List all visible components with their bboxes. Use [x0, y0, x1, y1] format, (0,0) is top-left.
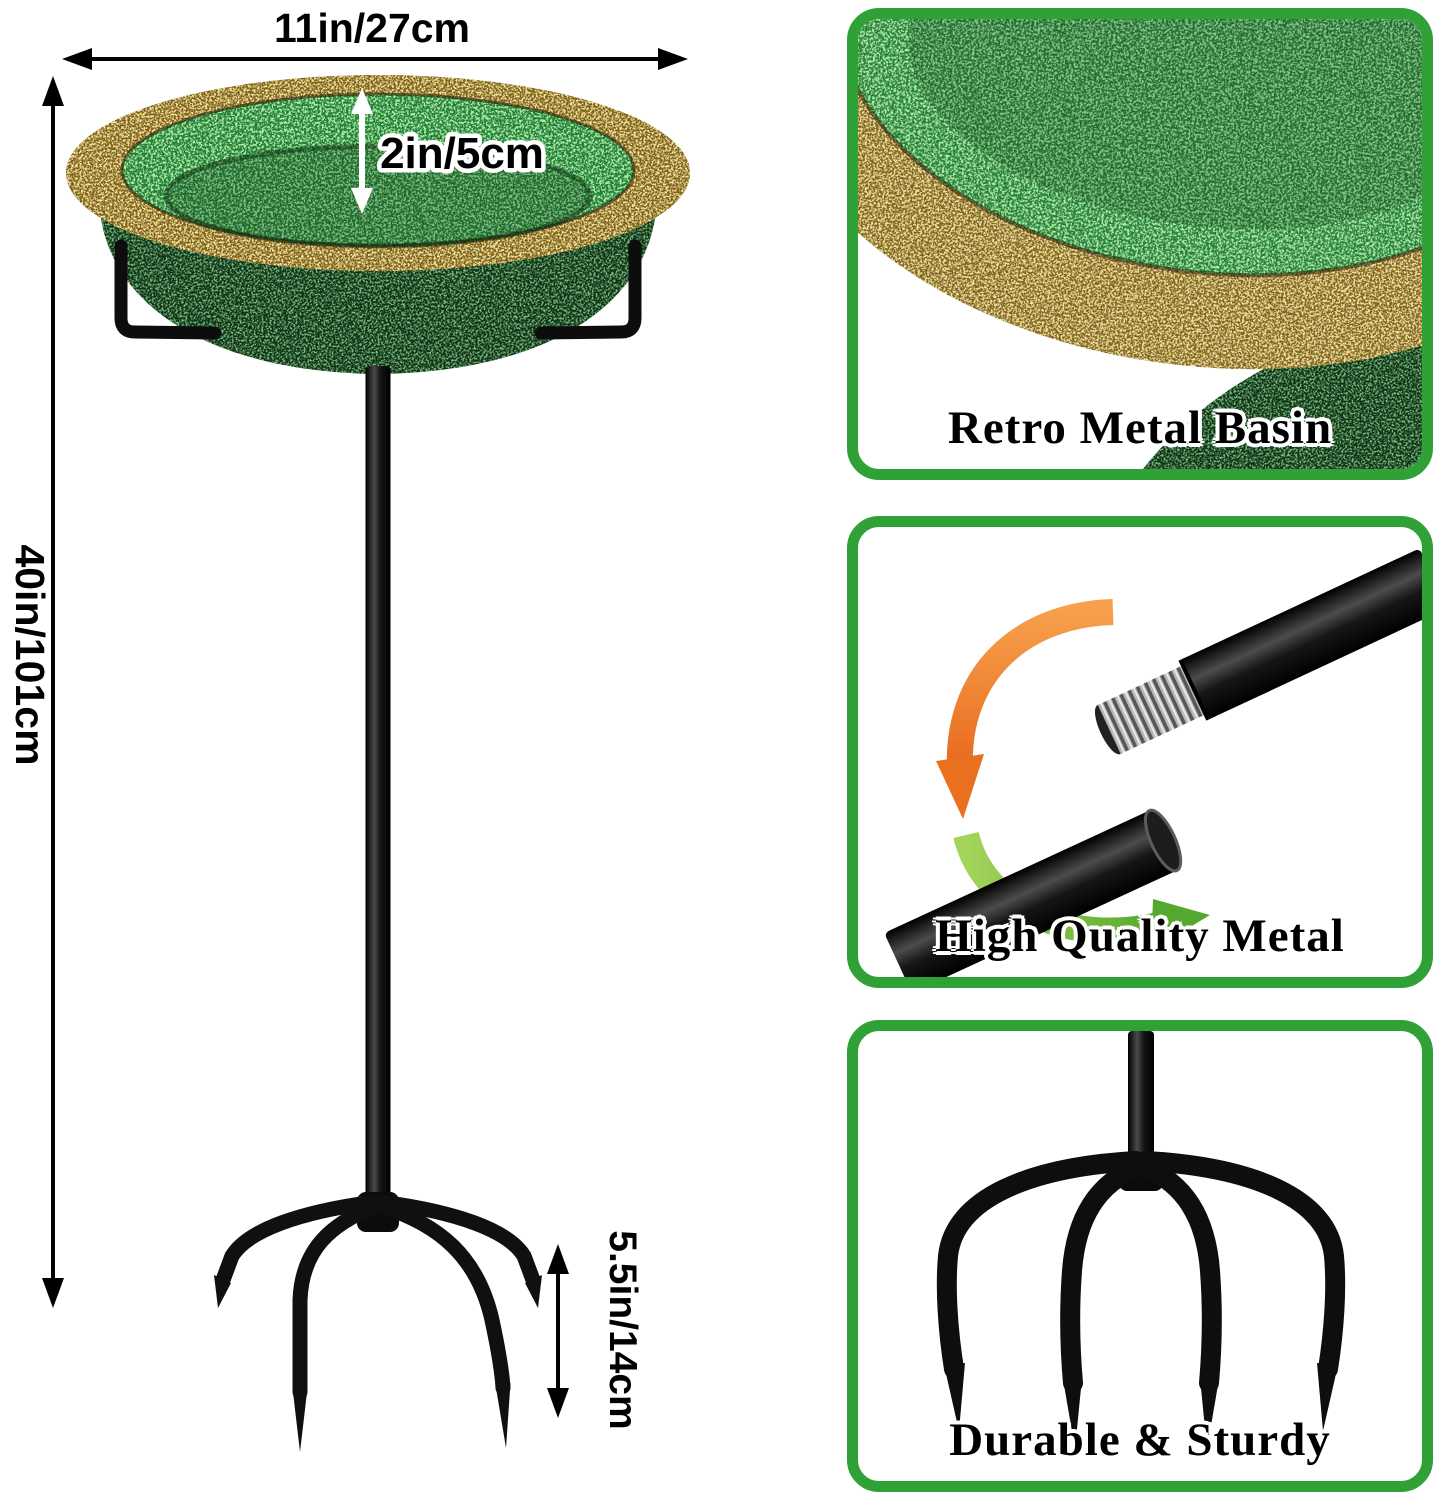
rotate-arrow-orange — [936, 599, 1114, 819]
feature-panel-metal: High Quality Metal — [847, 516, 1433, 988]
panel-caption-metal: High Quality Metal — [935, 910, 1345, 962]
pole-upper-segment-threaded — [1094, 550, 1422, 755]
basin-floor-shading — [166, 146, 590, 246]
closeup-rim-edge — [858, 19, 1422, 278]
basin-green-interior — [122, 94, 634, 246]
closeup-pole-stub — [1128, 1031, 1154, 1163]
bird-bath-illustration — [66, 75, 690, 1452]
pole-lower-segment — [885, 808, 1183, 977]
basin-bowl-exterior — [100, 212, 656, 374]
closeup-green-interior — [858, 19, 1422, 276]
stake-prong-tips — [214, 1275, 542, 1452]
panel-caption-basin: Retro Metal Basin — [947, 402, 1333, 454]
height-dimension-label: 40in/101cm — [7, 544, 53, 765]
stake-dimension-label: 5.5in/14cm — [601, 1230, 644, 1429]
basin-floor-edge — [163, 143, 593, 249]
closeup-prong-tips — [944, 1363, 1338, 1449]
height-dimension-arrow — [42, 76, 64, 1308]
feature-panel-basin: Retro Metal Basin — [847, 8, 1433, 480]
basin-bracket — [114, 239, 642, 340]
stake-dimension-arrow — [547, 1244, 569, 1418]
bird-bath-dimension-diagram: 11in/27cm 40in/101cm 2in/5cm 5.5in/14cm — [7, 5, 690, 1452]
width-dimension-label: 11in/27cm — [274, 5, 470, 51]
depth-dimension-arrow — [351, 88, 373, 214]
stake-closeup-illustration — [936, 1031, 1346, 1449]
closeup-floor-shading — [908, 19, 1422, 230]
panel-caption-stake: Durable & Sturdy — [949, 1414, 1331, 1466]
closeup-rim-group — [858, 19, 1422, 370]
stake-prongs — [215, 1194, 541, 1400]
feature-panel-stake: Durable & Sturdy — [847, 1020, 1433, 1492]
pole — [365, 366, 391, 1218]
rim-inner-edge — [120, 92, 636, 248]
basin-closeup-illustration — [858, 19, 1422, 469]
depth-dimension-label: 2in/5cm — [380, 129, 544, 178]
closeup-prongs — [936, 1151, 1346, 1393]
width-dimension-arrow — [62, 48, 688, 70]
pole-thread-closeup-illustration — [885, 550, 1422, 977]
